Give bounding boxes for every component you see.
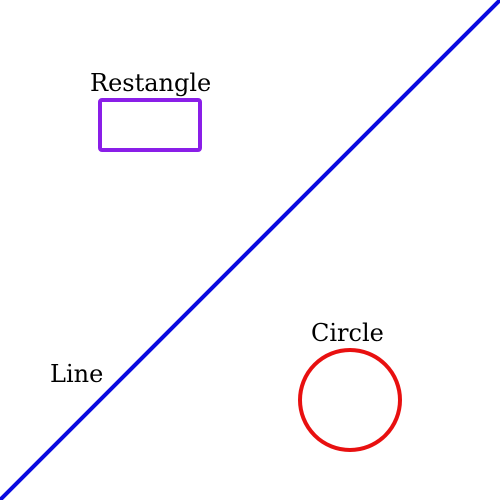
rectangle-shape	[98, 98, 202, 152]
line-label: Line	[50, 360, 103, 388]
rectangle-label: Restangle	[90, 69, 211, 97]
circle-label: Circle	[311, 319, 384, 347]
circle-shape	[298, 348, 402, 452]
